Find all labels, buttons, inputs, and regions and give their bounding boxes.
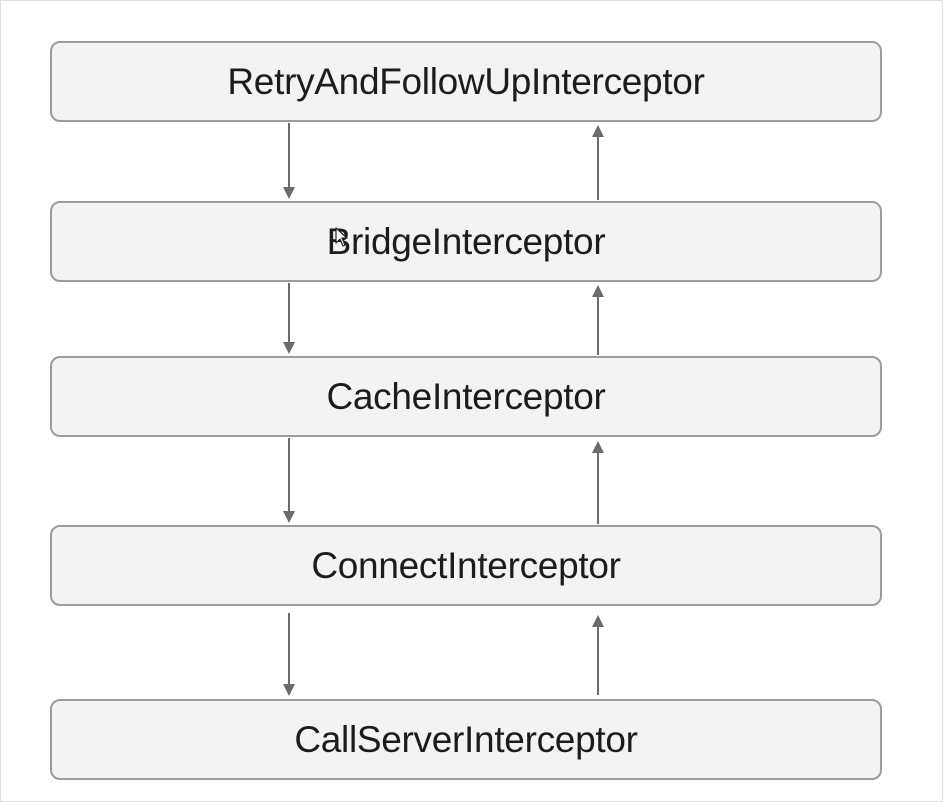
node-label: ConnectInterceptor (311, 544, 621, 586)
node-label: BridgeInterceptor (326, 220, 606, 262)
node-bridge-interceptor: BridgeInterceptor (50, 201, 882, 282)
node-connect-interceptor: ConnectInterceptor (50, 525, 882, 606)
arrow-up-callserver-to-connect (592, 615, 604, 695)
arrow-down-retry-to-bridge (283, 123, 295, 199)
mouse-cursor-icon (335, 227, 348, 247)
arrow-down-bridge-to-cache (283, 283, 295, 354)
node-cache-interceptor: CacheInterceptor (50, 356, 882, 437)
node-label: CacheInterceptor (326, 375, 606, 417)
node-label: RetryAndFollowUpInterceptor (227, 60, 705, 102)
arrow-down-connect-to-callserver (283, 613, 295, 696)
arrow-up-bridge-to-retry (592, 125, 604, 200)
arrow-up-cache-to-bridge (592, 285, 604, 355)
node-label: CallServerInterceptor (294, 718, 638, 760)
node-retry-and-follow-up-interceptor: RetryAndFollowUpInterceptor (50, 41, 882, 122)
node-call-server-interceptor: CallServerInterceptor (50, 699, 882, 780)
arrow-down-cache-to-connect (283, 438, 295, 523)
arrow-up-connect-to-cache (592, 441, 604, 524)
